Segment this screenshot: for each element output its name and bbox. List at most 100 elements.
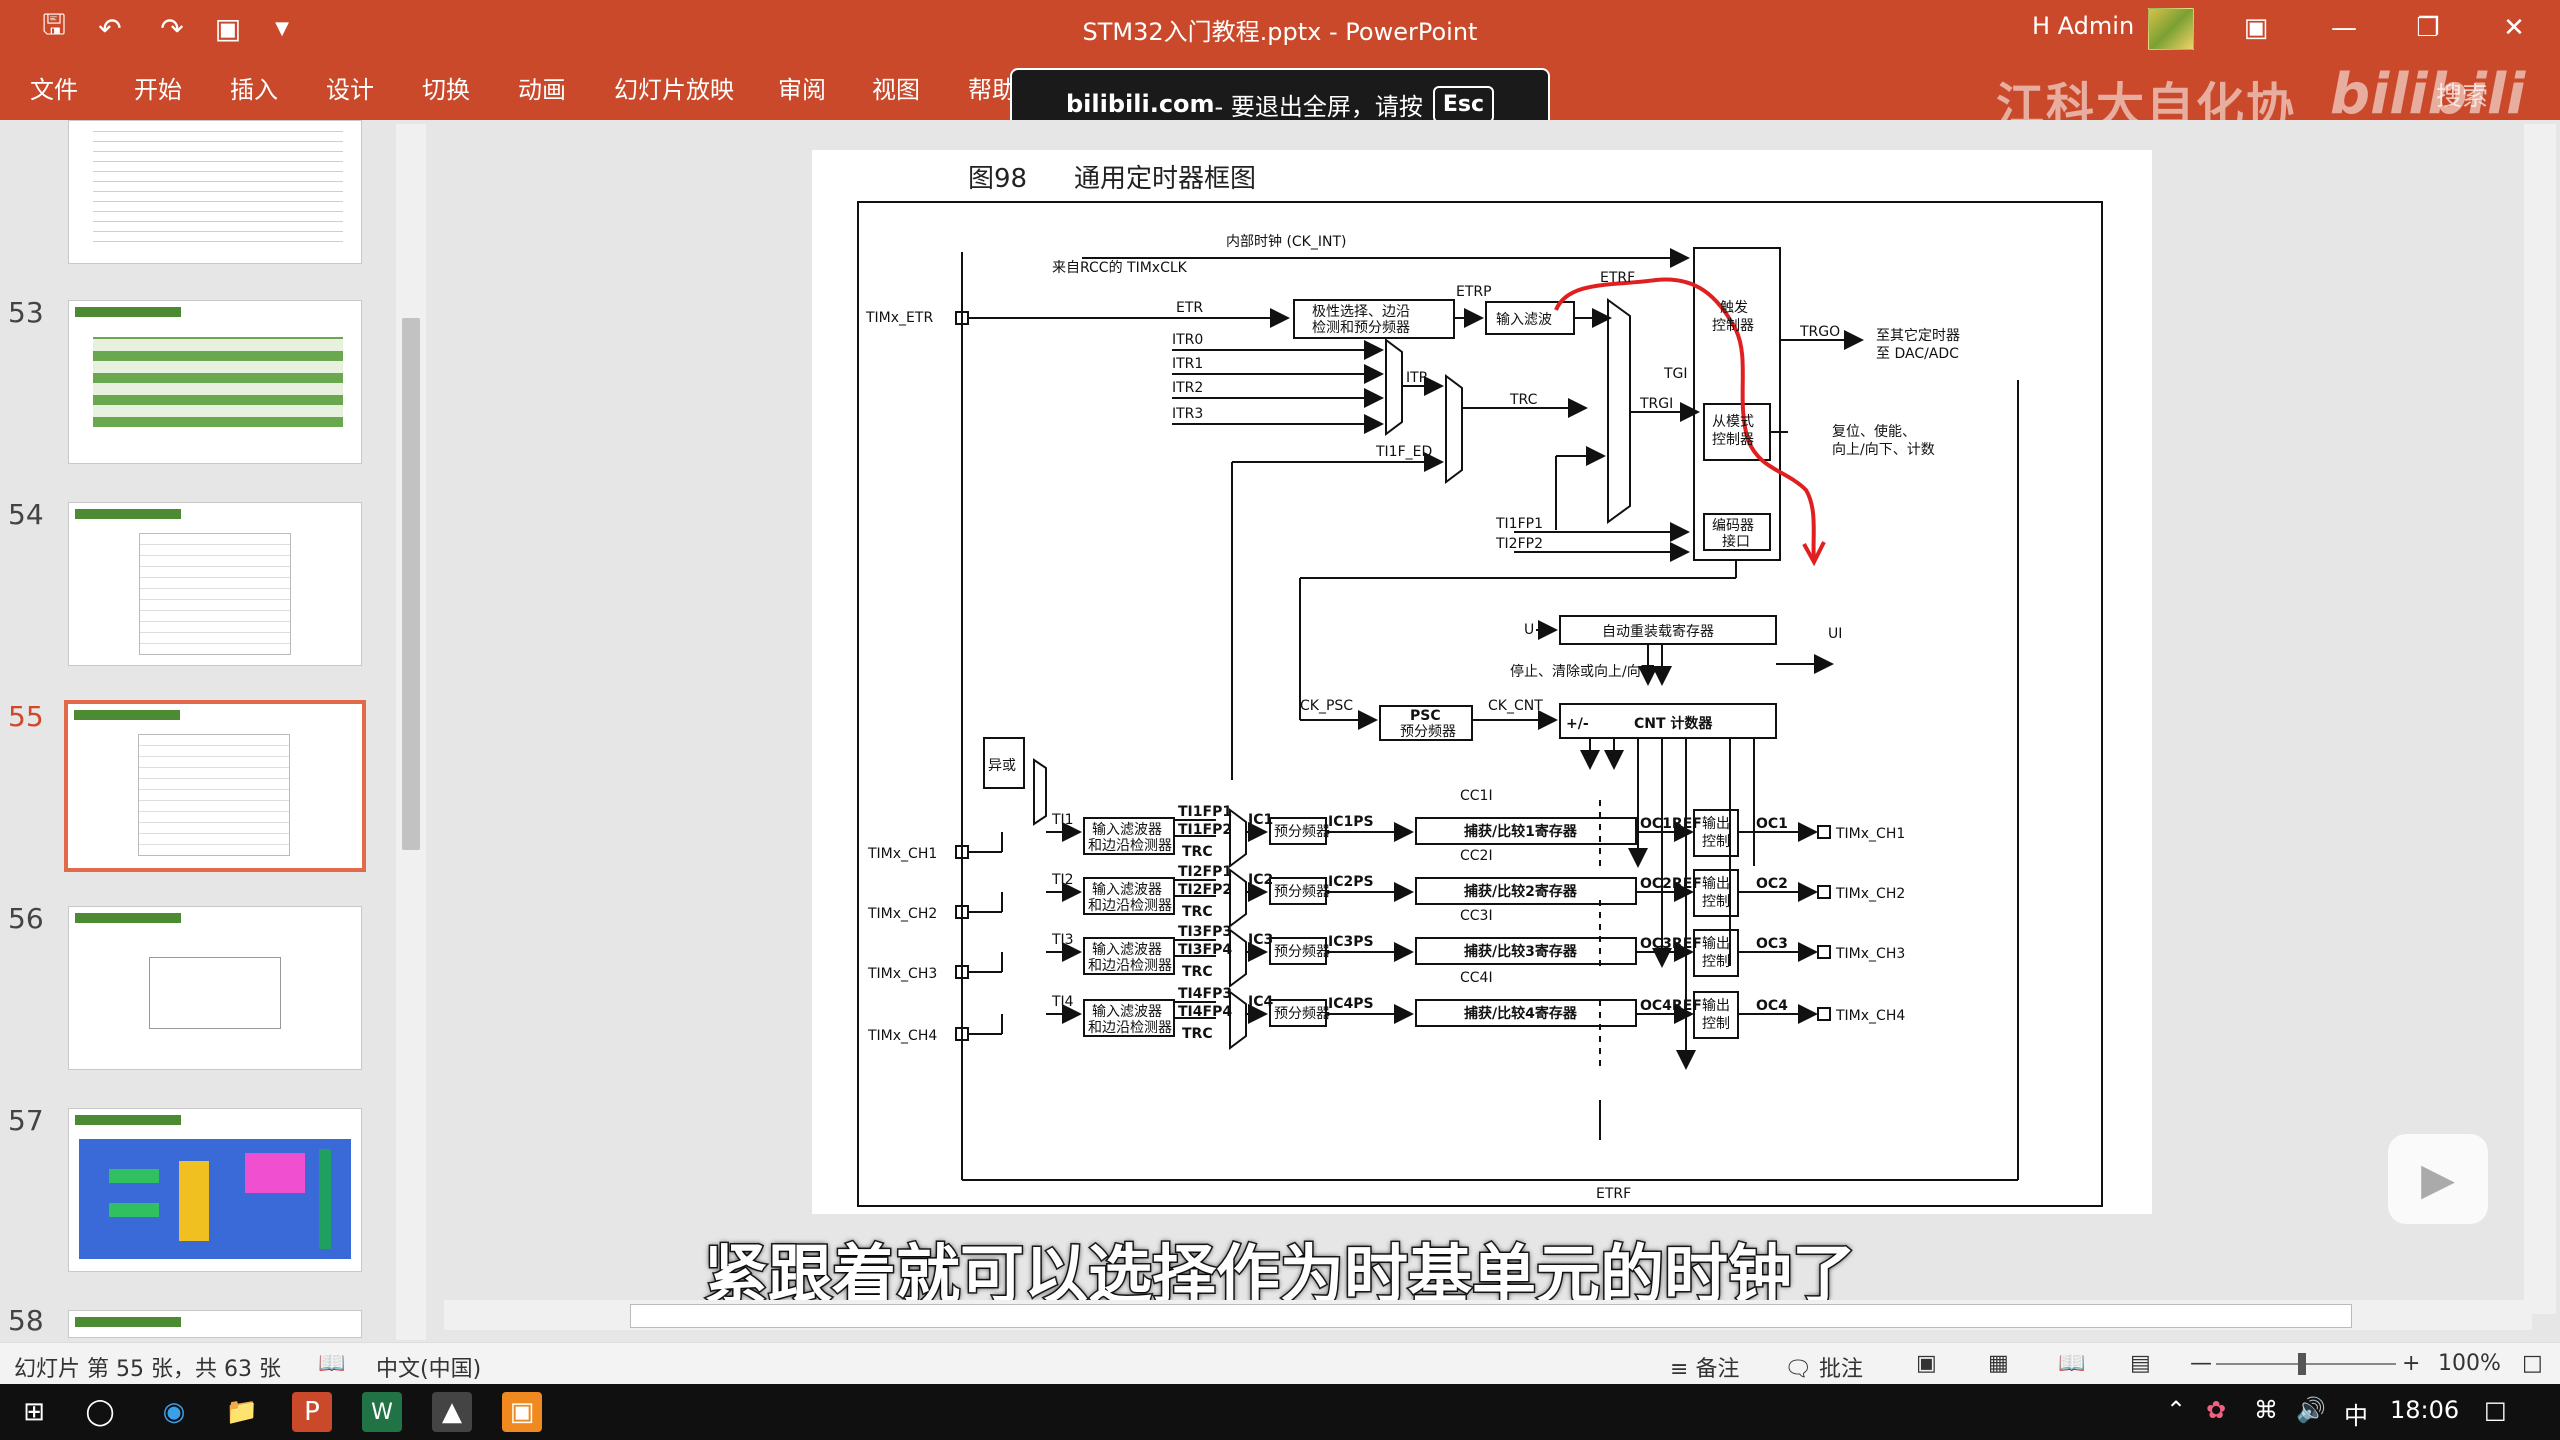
timer-block-diagram: 内部时钟 (CK_INT) 来自RCC的 TIMxCLK TIMx_ETR ET… bbox=[857, 201, 2103, 1207]
slide-thumbnail[interactable] bbox=[68, 906, 362, 1070]
label-cc: CC4I bbox=[1460, 970, 1493, 986]
slideshow-icon[interactable]: ▤ bbox=[2130, 1351, 2151, 1376]
zoom-in-icon[interactable]: + bbox=[2402, 1351, 2421, 1376]
toast-site: bilibili.com bbox=[1065, 90, 1215, 118]
slide-thumbnail[interactable] bbox=[68, 300, 362, 464]
zoom-level[interactable]: 100% bbox=[2438, 1351, 2501, 1376]
label-itr0: ITR0 bbox=[1172, 332, 1203, 348]
label-trigger2: 控制器 bbox=[1712, 318, 1754, 334]
customize-qat-icon[interactable]: ▼ bbox=[275, 17, 289, 39]
tab-insert[interactable]: 插入 bbox=[230, 76, 278, 104]
esc-key: Esc bbox=[1432, 85, 1495, 123]
slide-thumbnail[interactable] bbox=[68, 120, 362, 264]
status-bar: 幻灯片 第 55 张，共 63 张 📖 中文(中国) ≡ 备注 🗨 批注 ▣ ▦… bbox=[0, 1342, 2560, 1385]
label-out-ctrl2: 控制 bbox=[1702, 834, 1730, 850]
tab-review[interactable]: 审阅 bbox=[778, 76, 826, 104]
label-reset: 复位、使能、 bbox=[1832, 423, 1916, 440]
save-icon[interactable]: 🖫 bbox=[42, 8, 66, 41]
label-trgi: TRGI bbox=[1639, 396, 1673, 412]
label-slave2: 控制器 bbox=[1712, 432, 1754, 448]
label-fp-a: TI2FP1 bbox=[1178, 864, 1232, 880]
ribbon-display-options-icon[interactable]: ▣ bbox=[2243, 13, 2269, 43]
slide-thumbnail-selected[interactable] bbox=[64, 700, 366, 872]
tab-slideshow[interactable]: 幻灯片放映 bbox=[614, 76, 734, 104]
zoom-out-icon[interactable]: — bbox=[2190, 1351, 2212, 1376]
windows-start-icon[interactable]: ⊞ bbox=[23, 1397, 45, 1427]
label-slave: 从模式 bbox=[1712, 414, 1754, 430]
label-pin-etr: TIMx_ETR bbox=[865, 310, 933, 326]
label-filter: 输入滤波器 bbox=[1092, 822, 1162, 838]
spellcheck-icon[interactable]: 📖 bbox=[318, 1351, 346, 1376]
volume-icon[interactable]: 🔊 bbox=[2296, 1396, 2326, 1424]
notifications-icon[interactable]: □ bbox=[2484, 1396, 2507, 1424]
user-name[interactable]: H Admin bbox=[2032, 12, 2135, 40]
slide-thumbnail[interactable] bbox=[68, 502, 362, 666]
close-icon[interactable]: ✕ bbox=[2503, 13, 2525, 43]
notes-button[interactable]: ≡ 备注 bbox=[1670, 1357, 1740, 1382]
language[interactable]: 中文(中国) bbox=[376, 1357, 482, 1382]
label-input-pin: TIMx_CH2 bbox=[867, 906, 937, 922]
label-u: U bbox=[1524, 622, 1534, 638]
start-from-beginning-icon[interactable]: ▣ bbox=[214, 11, 242, 45]
file-explorer-icon[interactable]: 📁 bbox=[225, 1397, 259, 1427]
label-register: 捕获/比较1寄存器 bbox=[1464, 823, 1578, 840]
app-icon[interactable]: ▣ bbox=[502, 1392, 542, 1432]
label-filter: 输入滤波器 bbox=[1092, 1004, 1162, 1020]
minimize-icon[interactable]: — bbox=[2331, 13, 2357, 43]
edge-icon[interactable]: ◉ bbox=[162, 1397, 186, 1427]
label-out-ctrl: 输出 bbox=[1702, 936, 1730, 952]
tray-app-icon[interactable]: ✿ bbox=[2206, 1396, 2227, 1424]
wifi-icon[interactable]: ⌘ bbox=[2254, 1396, 2278, 1424]
tab-file[interactable]: 文件 bbox=[30, 76, 78, 104]
redo-icon[interactable]: ↷ bbox=[160, 11, 184, 45]
comments-button[interactable]: 🗨 批注 bbox=[1784, 1357, 1863, 1382]
label-prescaler: 预分频器 bbox=[1274, 884, 1330, 900]
tab-view[interactable]: 视图 bbox=[872, 76, 920, 104]
slide-number: 58 bbox=[8, 1304, 44, 1337]
powerpoint-icon[interactable]: P bbox=[292, 1392, 332, 1432]
label-ti2fp2: TI2FP2 bbox=[1495, 536, 1543, 552]
horizontal-scrollbar-thumb[interactable] bbox=[630, 1304, 2352, 1328]
slide[interactable]: 图98 通用定时器框图 bbox=[812, 150, 2152, 1214]
zoom-slider-thumb[interactable] bbox=[2298, 1353, 2306, 1375]
label-itr1: ITR1 bbox=[1172, 356, 1203, 372]
reading-view-icon[interactable]: 📖 bbox=[2058, 1351, 2086, 1376]
chevron-up-icon[interactable]: ⌃ bbox=[2166, 1396, 2187, 1424]
slide-sorter-icon[interactable]: ▦ bbox=[1988, 1351, 2009, 1376]
undo-icon[interactable]: ↶ bbox=[98, 11, 122, 45]
clock[interactable]: 18:06 bbox=[2390, 1396, 2460, 1424]
label-to-other: 至其它定时器 bbox=[1876, 327, 1960, 344]
vertical-scrollbar[interactable] bbox=[2524, 124, 2556, 1314]
thumbnail-scrollbar-thumb[interactable] bbox=[402, 318, 420, 850]
label-ti1f-ed: TI1F_ED bbox=[1375, 444, 1432, 460]
tab-animations[interactable]: 动画 bbox=[518, 76, 566, 104]
tab-help[interactable]: 帮助 bbox=[968, 76, 1016, 104]
label-filter2: 和边沿检测器 bbox=[1088, 1020, 1172, 1036]
label-register: 捕获/比较3寄存器 bbox=[1464, 943, 1578, 960]
label-prescaler: 预分频器 bbox=[1274, 824, 1330, 840]
slide-thumbnail[interactable] bbox=[68, 1310, 362, 1338]
search-icon[interactable]: ◯ bbox=[85, 1397, 115, 1427]
fit-slide-icon[interactable]: □ bbox=[2522, 1351, 2543, 1376]
tab-design[interactable]: 设计 bbox=[326, 76, 374, 104]
label-register: 捕获/比较2寄存器 bbox=[1464, 883, 1578, 900]
tab-transitions[interactable]: 切换 bbox=[422, 76, 470, 104]
label-out-ctrl: 输出 bbox=[1702, 998, 1730, 1014]
restore-icon[interactable]: ❐ bbox=[2416, 13, 2440, 43]
play-icon[interactable]: ▶ bbox=[2388, 1134, 2488, 1224]
label-fp-b: TI4FP4 bbox=[1178, 1004, 1232, 1020]
app-icon[interactable]: W bbox=[362, 1392, 402, 1432]
ime-indicator[interactable]: 中 bbox=[2344, 1402, 2368, 1430]
zoom-slider[interactable] bbox=[2216, 1363, 2396, 1365]
label-trc: TRC bbox=[1182, 844, 1213, 860]
red-annotation-stroke bbox=[1554, 277, 1816, 561]
photos-icon[interactable]: ▲ bbox=[432, 1392, 472, 1432]
output-pin-box bbox=[1817, 1007, 1831, 1021]
slide-thumbnail[interactable] bbox=[68, 1108, 362, 1272]
normal-view-icon[interactable]: ▣ bbox=[1916, 1351, 1937, 1376]
avatar[interactable] bbox=[2148, 8, 2194, 50]
tab-home[interactable]: 开始 bbox=[134, 76, 182, 104]
label-oc: OC2 bbox=[1756, 876, 1788, 892]
label-tgi: TGI bbox=[1663, 366, 1688, 382]
label-fp-b: TI3FP4 bbox=[1178, 942, 1232, 958]
